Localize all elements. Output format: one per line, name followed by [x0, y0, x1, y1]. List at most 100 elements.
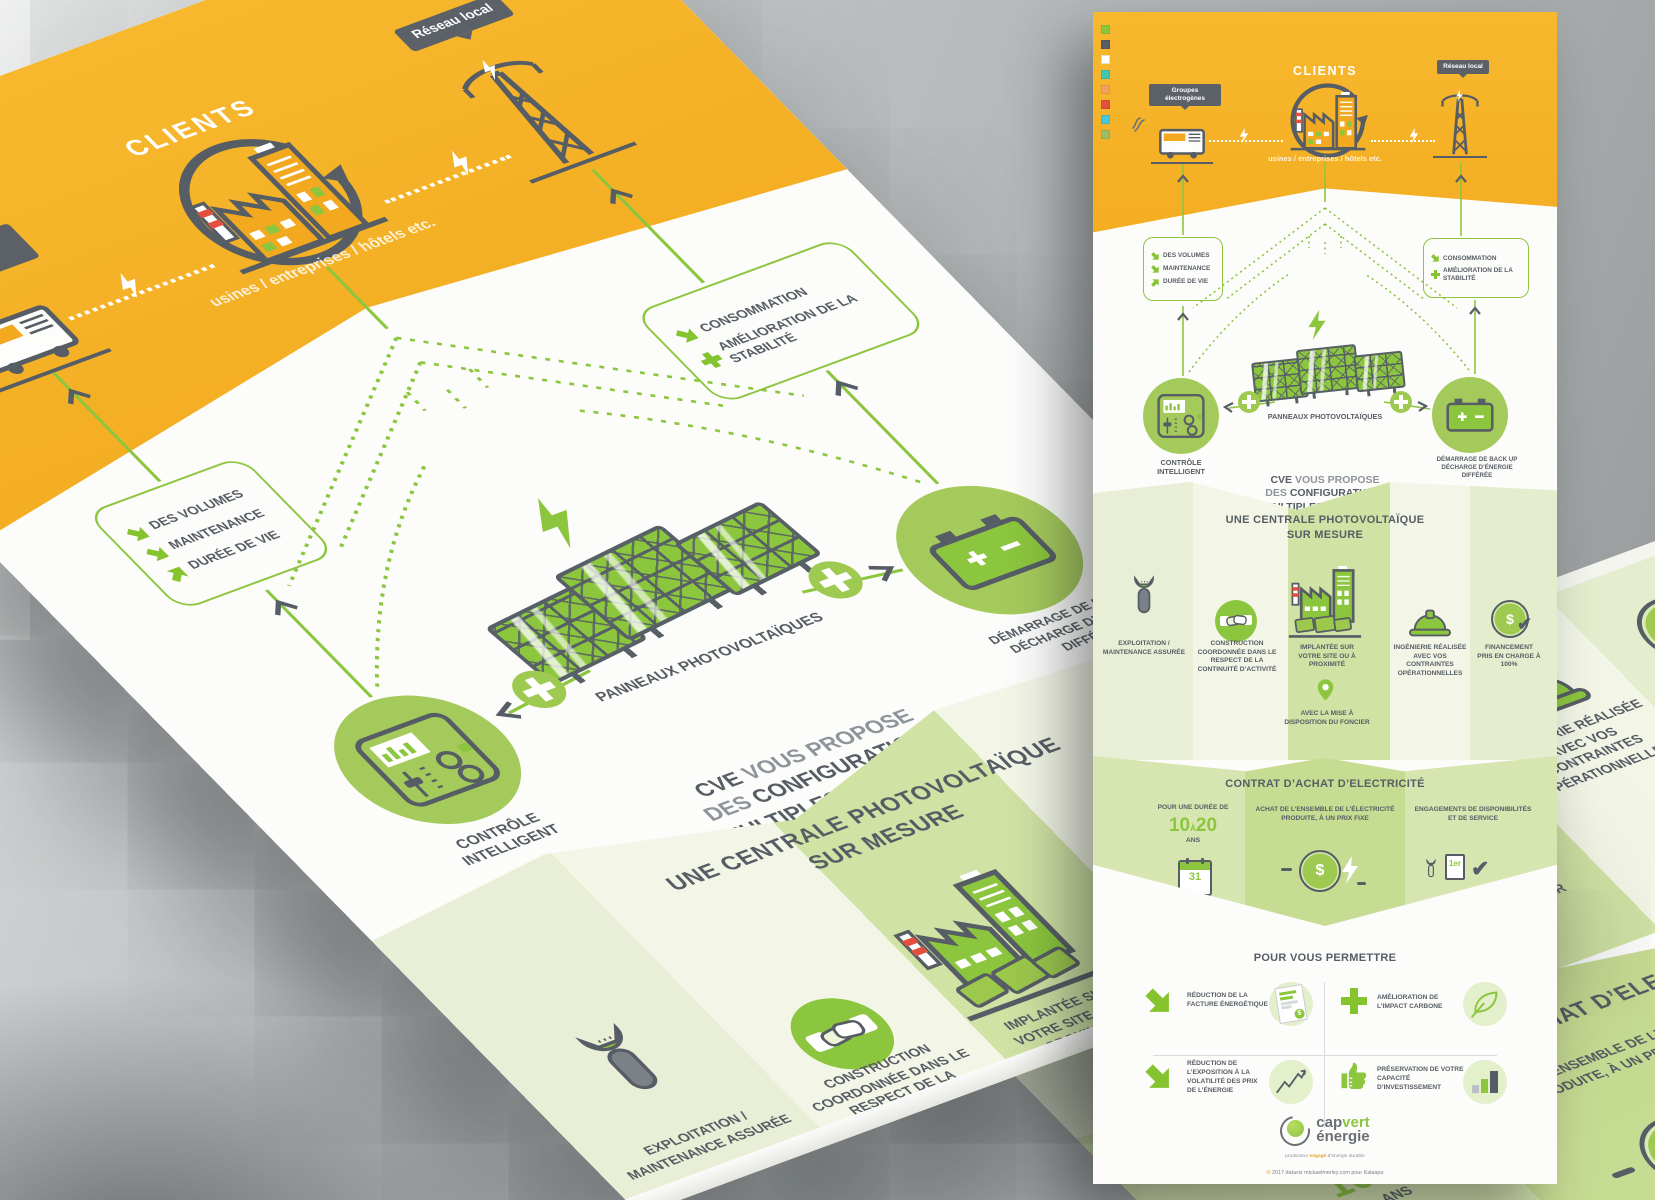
control-device-icon	[346, 707, 509, 812]
arrow-down-right-icon	[1431, 254, 1439, 262]
volumes-row: DES VOLUMES	[1151, 251, 1220, 261]
consumption-box: CONSOMMATION AMÉLIORATION DE LA STABILIT…	[633, 237, 930, 405]
credit-line: © 2017 dataviz mickaelmerley.com pour Ka…	[1266, 1170, 1384, 1176]
logo-mark	[1280, 1116, 1310, 1146]
solar-panel-icon	[1353, 350, 1406, 393]
clients-section: Groupes électrogènes CLIENTS	[0, 0, 903, 560]
network-tag: Réseau local	[1437, 60, 1489, 79]
coin-icon	[1618, 586, 1655, 672]
generator-icon	[1159, 128, 1205, 159]
arrow-up-right-icon	[161, 563, 192, 583]
brand-tagline: producteur engagé d’énergie durable	[1285, 1154, 1365, 1159]
plant-item-label: IMPLANTÉE SUR VOTRE SITE OU À PROXIMITÉ	[1298, 644, 1356, 669]
volumes-box: DES VOLUMES MAINTENANCE DURÉE DE VIE	[1143, 237, 1223, 301]
legend-swatch	[1101, 70, 1110, 79]
brand-cap: cap	[1316, 1114, 1343, 1131]
plant-item-label: INGÉNIERIE RÉALISÉE AVEC VOS CONTRAINTES…	[1393, 644, 1467, 677]
volumes-row: DES VOLUMES	[122, 480, 270, 543]
contract-title: CONTRAT D’ACHAT D’ELECTRICITÉ	[1225, 778, 1425, 790]
flat-poster-sheet: Groupes électrogènes CLIENTS	[1093, 12, 1557, 1184]
plant-item-label: FINANCEMENT PRIS EN CHARGE À 100%	[1477, 644, 1541, 669]
wrench-icon	[1134, 575, 1154, 614]
commitments-label: ENGAGEMENTS DE DISPONIBILITÉS ET DE SERV…	[1414, 806, 1532, 822]
plus-icon	[1238, 391, 1260, 413]
plus-icon	[1431, 270, 1440, 279]
calendar-icon: 31	[1178, 858, 1212, 896]
pylon-icon	[1441, 89, 1479, 155]
generator-platform	[1151, 162, 1213, 164]
pylon-platform	[1433, 156, 1487, 158]
benefit-label: PRÉSERVATION DE VOTRE CAPACITÉ D’INVESTI…	[1377, 1066, 1464, 1091]
arrow-down-right-icon	[1151, 264, 1159, 273]
benefits-section: POUR VOUS PERMETTRE RÉDUCTION DE LA FACT…	[1093, 926, 1557, 1184]
benefits-title: POUR VOUS PERMETTRE	[1253, 952, 1397, 964]
battery-circle	[859, 465, 1121, 636]
leaf-icon	[1463, 982, 1507, 1026]
consumption-row: CONSOMMATION	[672, 264, 871, 346]
clients-title: CLIENTS	[1293, 64, 1357, 78]
minus-icon	[1357, 882, 1366, 885]
arrow-down-right-icon	[122, 523, 153, 543]
handshake-icon	[1215, 600, 1257, 642]
generator-icon	[0, 288, 97, 388]
legend-swatch	[1101, 55, 1110, 64]
contract-section: CONTRAT D’ACHAT D’ELECTRICITÉ POUR UNE D…	[1093, 756, 1557, 926]
volumes-row: MAINTENANCE	[142, 500, 290, 563]
arrow-down-right-icon	[142, 543, 173, 563]
plant-title-2: SUR MESURE	[1286, 529, 1364, 541]
legend-swatch	[1101, 85, 1110, 94]
control-label: CONTRÔLE INTELLIGENT	[1157, 458, 1205, 477]
plus-icon	[696, 350, 727, 370]
wrench-small-icon	[1426, 858, 1436, 878]
dollar-coin-icon	[1619, 1104, 1655, 1199]
duration-block: POUR UNE DURÉE DE 10À20 ANS	[1157, 804, 1229, 844]
lightning-icon	[440, 148, 482, 178]
battery-icon	[916, 505, 1064, 595]
bar-chart-icon	[1463, 1060, 1507, 1104]
coin-icon	[1491, 600, 1529, 638]
wrench-icon	[557, 1015, 696, 1111]
control-device-icon	[1157, 394, 1205, 438]
check-icon: ✔	[1471, 856, 1490, 881]
divider	[1153, 1055, 1497, 1056]
control-circle	[297, 674, 559, 845]
consumption-box: CONSOMMATION AMÉLIORATION DE LA STABILIT…	[1423, 238, 1529, 298]
infographic-poster: Groupes électrogènes CLIENTS	[1093, 12, 1557, 1184]
legend-swatch	[1101, 40, 1110, 49]
legend-swatch	[1101, 25, 1110, 34]
pylon-icon	[435, 40, 630, 180]
connector-lines	[0, 0, 1305, 970]
arrow-down-right-icon	[1145, 1064, 1169, 1088]
brand-vert: vert	[1342, 1114, 1370, 1131]
plant-title-1: UNE CENTRALE PHOTOVOLTAÏQUE	[1225, 514, 1425, 526]
dotted-link-left	[1209, 140, 1283, 142]
lightning-icon	[1239, 128, 1249, 143]
benefit-label: AMÉLIORATION DE L’IMPACT CARBONE	[1377, 994, 1443, 1010]
lightning-icon	[514, 492, 598, 552]
legend-swatch	[1101, 115, 1110, 124]
plant-factory-icon	[855, 857, 1122, 1028]
configurations-section: DES VOLUMES MAINTENANCE DURÉE DE VIE CVE…	[0, 226, 1278, 943]
thumbs-up-icon	[1341, 1062, 1367, 1089]
land-note: AVEC LA MISE À DISPOSITION DU FONCIER	[1284, 710, 1370, 726]
benefit-label: RÉDUCTION DE L’EXPOSITION À LA VOLATILIT…	[1187, 1060, 1258, 1094]
volumes-box: DES VOLUMES MAINTENANCE DURÉE DE VIE	[85, 456, 337, 612]
smoke-icon	[1132, 117, 1145, 132]
check-icon: ✔	[1517, 614, 1533, 634]
stability-row: AMÉLIORATION DE LA STABILITÉ	[1431, 267, 1526, 282]
lightning-icon	[1342, 856, 1358, 884]
factory-icon	[146, 124, 406, 290]
arrow-down-right-icon	[1145, 988, 1169, 1012]
plus-icon	[1341, 988, 1367, 1014]
consumption-row: CONSOMMATION	[1431, 254, 1526, 263]
plus-icon	[798, 555, 874, 605]
panels-label: PANNEAUX PHOTOVOLTAÏQUES	[1267, 412, 1383, 421]
lightning-icon	[1308, 310, 1326, 340]
brand-logo: capvert énergie	[1093, 1114, 1557, 1146]
brand-energie: énergie	[1316, 1128, 1370, 1146]
hardhat-icon	[1409, 609, 1451, 637]
plant-item-label: CONSTRUCTION COORDONNÉE DANS LE RESPECT …	[1197, 640, 1277, 673]
